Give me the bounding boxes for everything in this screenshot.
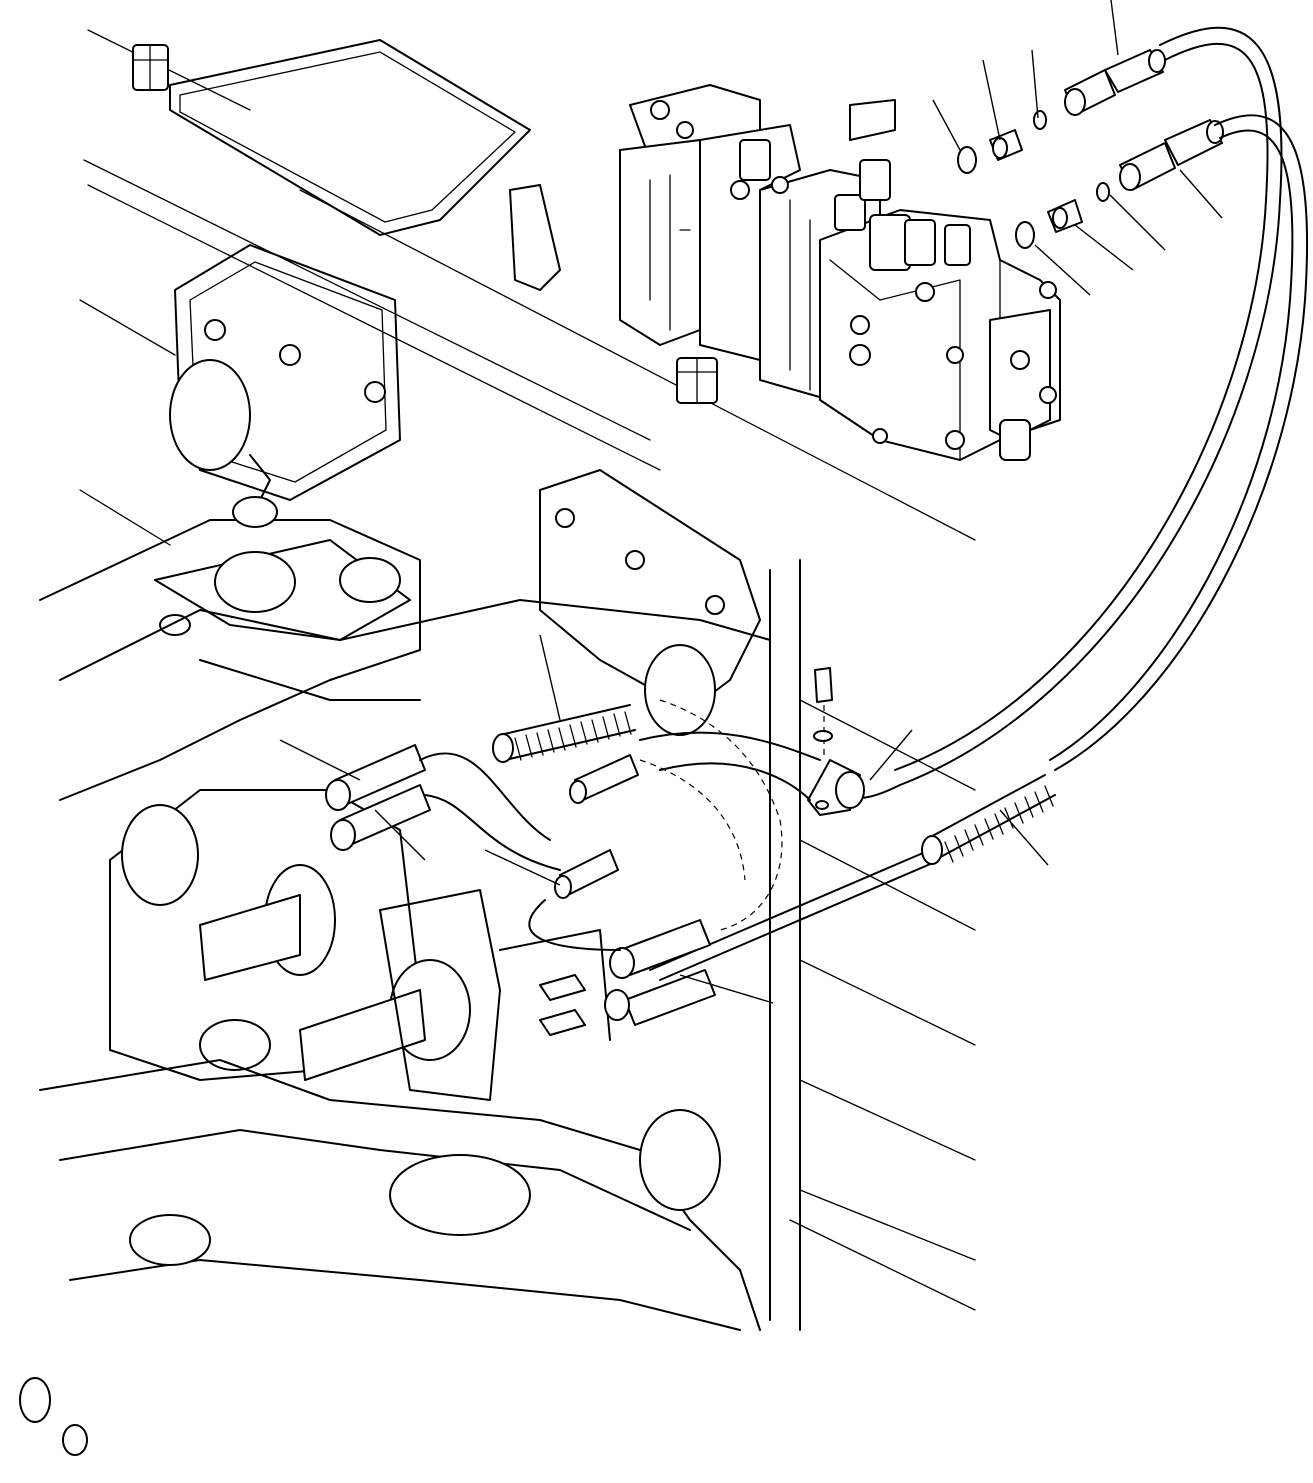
hose-spring-guard-right — [921, 774, 1056, 865]
hose-spring-guard-center — [492, 704, 636, 763]
control-valve-assembly — [619, 84, 1061, 461]
hydraulic-hoses — [649, 26, 1309, 981]
callout-leader-lines — [279, 0, 1223, 1004]
axle-hose-connectors — [325, 731, 821, 1036]
fitting-stack-upper — [957, 49, 1166, 174]
chassis-frame — [79, 29, 976, 1331]
hose-clamp-bracket — [807, 667, 865, 816]
upper-cover-plate — [132, 39, 718, 404]
fitting-stack-lower — [1015, 119, 1224, 249]
axle-housing — [19, 244, 783, 1456]
